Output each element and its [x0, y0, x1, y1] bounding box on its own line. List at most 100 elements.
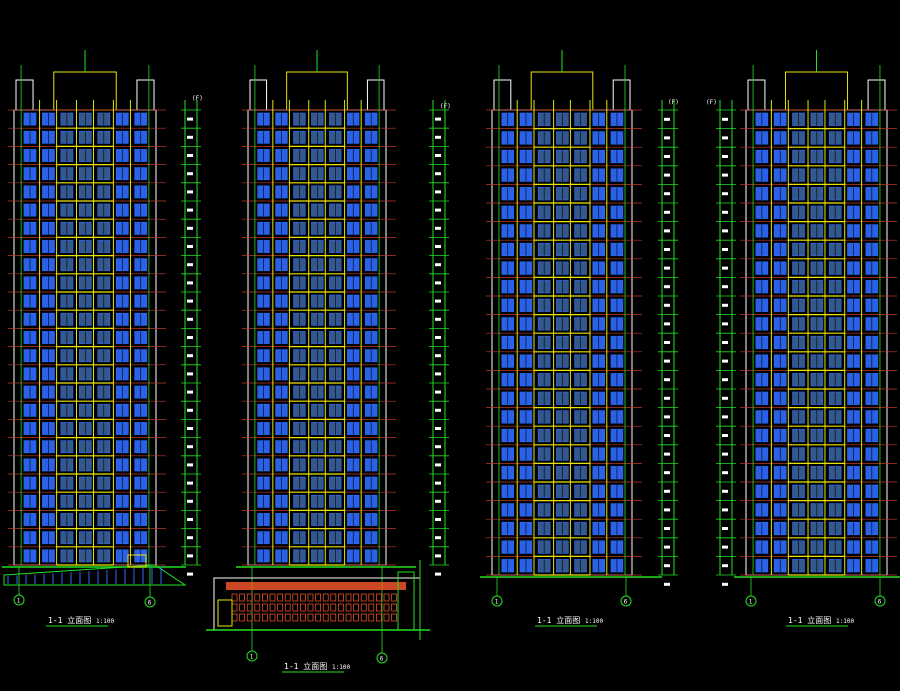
podium-window	[269, 593, 276, 602]
level-mark	[187, 354, 193, 358]
level-mark	[435, 172, 441, 176]
podium-window	[360, 613, 367, 622]
podium-window	[277, 613, 283, 622]
podium-window	[383, 613, 390, 622]
podium-window	[292, 613, 299, 622]
podium-window	[338, 613, 344, 622]
level-mark	[722, 489, 728, 493]
podium-window	[322, 603, 329, 612]
level-mark	[435, 554, 441, 558]
elevation-4-scale: 1:100	[836, 618, 854, 625]
level-mark	[435, 518, 441, 521]
elevation-1-grid-start: 1	[17, 598, 21, 605]
level-mark	[435, 390, 441, 394]
podium-window	[315, 593, 321, 602]
elevation-1: 1-1 立面图 1:100 1 6 (F)	[2, 50, 203, 627]
level-mark	[722, 155, 728, 158]
level-mark	[664, 508, 670, 512]
level-mark	[722, 266, 728, 270]
level-mark	[187, 408, 193, 412]
level-mark	[722, 303, 728, 307]
podium-window	[284, 613, 291, 622]
level-mark	[664, 173, 670, 177]
podium-window	[368, 593, 375, 602]
podium-window	[269, 613, 276, 622]
podium-window	[284, 603, 291, 612]
level-mark	[722, 378, 728, 382]
podium-window	[383, 593, 390, 602]
podium-window	[345, 603, 352, 612]
level-mark	[664, 527, 670, 530]
elevation-3-grid-start: 1	[495, 599, 499, 606]
podium-window	[269, 603, 276, 612]
level-mark	[435, 245, 441, 248]
level-mark	[722, 285, 728, 289]
level-mark	[722, 117, 728, 121]
level-mark	[435, 226, 441, 230]
podium-window	[246, 603, 253, 612]
podium-window	[376, 613, 382, 622]
level-mark	[435, 154, 441, 157]
level-mark	[722, 415, 728, 419]
building-2	[236, 50, 449, 673]
level-mark	[187, 135, 193, 139]
level-mark	[722, 359, 728, 363]
podium-window	[307, 603, 314, 612]
level-mark	[722, 341, 728, 344]
level-mark	[722, 396, 728, 400]
level-mark	[187, 245, 193, 248]
podium-window	[330, 603, 337, 612]
level-mark	[187, 117, 193, 121]
level-mark	[664, 229, 670, 233]
podium-window	[338, 593, 344, 602]
podium-window	[391, 593, 397, 602]
level-mark	[187, 390, 193, 394]
level-mark	[722, 322, 728, 326]
level-mark	[187, 518, 193, 521]
podium-window	[307, 593, 314, 602]
level-mark	[722, 527, 728, 530]
level-mark	[664, 564, 670, 568]
podium-window	[360, 603, 367, 612]
level-mark	[435, 481, 441, 485]
level-mark	[435, 263, 441, 267]
level-mark	[435, 336, 441, 339]
level-mark	[664, 322, 670, 326]
podium-window	[254, 593, 261, 602]
podium-window	[300, 613, 306, 622]
level-mark	[187, 226, 193, 230]
podium-window	[300, 603, 306, 612]
level-mark	[435, 408, 441, 412]
elevation-4-grid-end: 6	[878, 599, 882, 606]
podium-window	[368, 603, 375, 612]
level-mark	[187, 281, 193, 285]
level-mark	[664, 471, 670, 475]
elevation-4-grid-start: 1	[749, 599, 753, 606]
level-mark	[435, 372, 441, 376]
level-mark	[187, 372, 193, 376]
level-mark	[722, 248, 728, 251]
podium-window	[284, 593, 291, 602]
podium-window	[353, 613, 359, 622]
building-1	[2, 50, 201, 627]
level-mark	[187, 263, 193, 267]
podium-window	[300, 593, 306, 602]
level-mark	[435, 281, 441, 285]
level-mark	[722, 471, 728, 475]
podium-window	[292, 593, 299, 602]
level-mark	[187, 299, 193, 303]
elevation-2-level-tag: (F)	[440, 103, 451, 110]
building-3	[480, 50, 678, 627]
podium-window	[239, 603, 245, 612]
podium-window	[277, 603, 283, 612]
level-mark	[435, 499, 441, 503]
podium-window	[353, 593, 359, 602]
podium-window	[383, 603, 390, 612]
elevation-3-caption: 1-1 立面图	[537, 615, 580, 625]
elevation-2-grid-start: 1	[250, 654, 254, 661]
level-mark	[664, 396, 670, 400]
level-mark	[664, 136, 670, 140]
podium-window	[338, 603, 344, 612]
level-mark	[664, 359, 670, 363]
level-mark	[664, 210, 670, 214]
